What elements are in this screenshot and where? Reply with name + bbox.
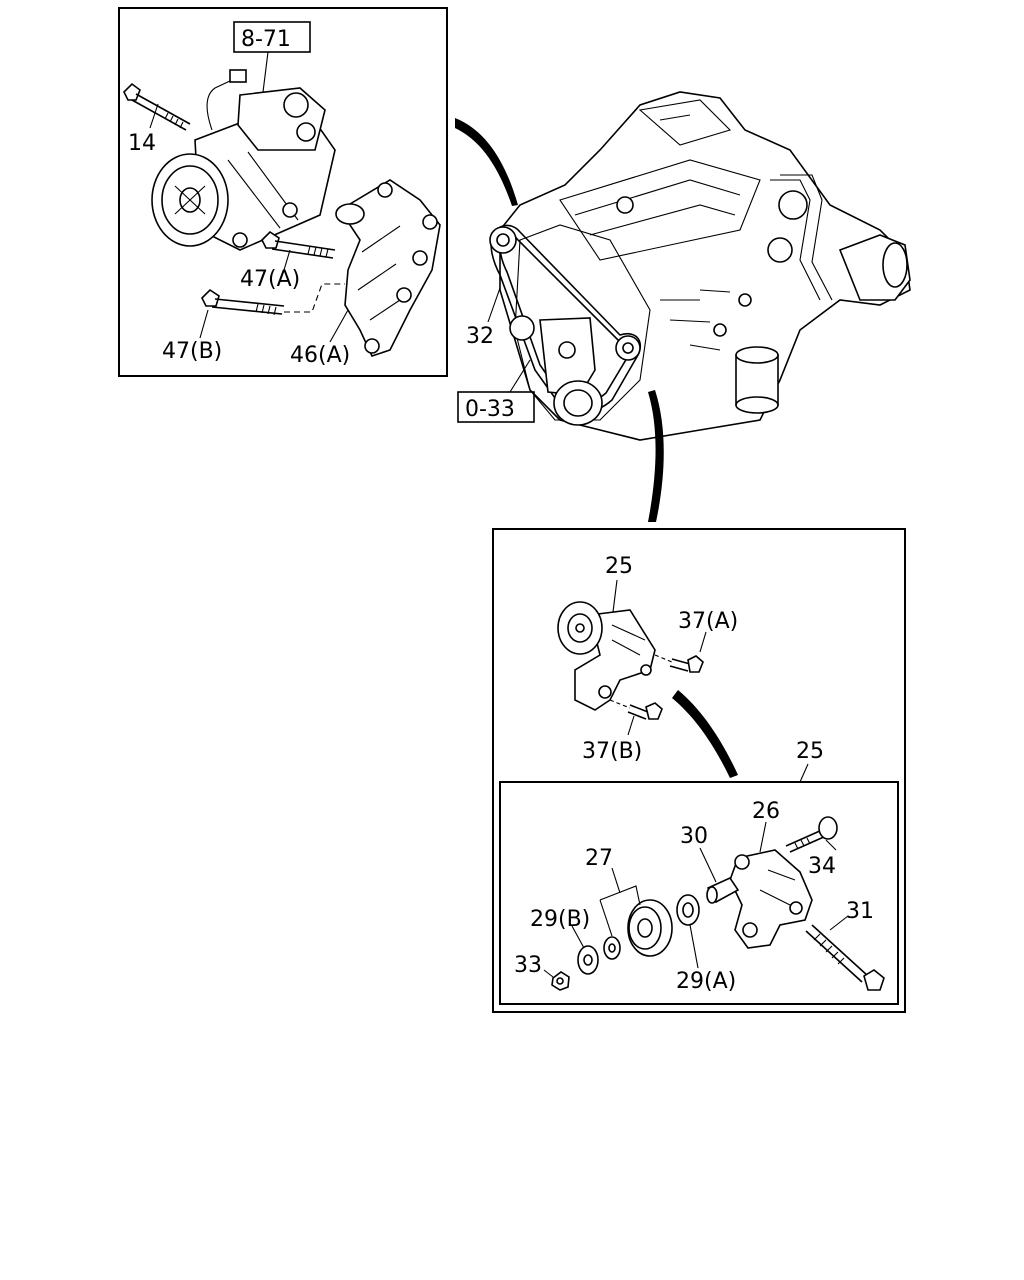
compressor-ref-label: 8-71 bbox=[241, 27, 291, 52]
callout-46a: 46(A) bbox=[290, 343, 350, 368]
tensioner-panel-frame bbox=[492, 528, 906, 1013]
bolt-47b bbox=[201, 288, 285, 316]
engine-ref-label: 0-33 bbox=[465, 397, 515, 422]
callout-37a: 37(A) bbox=[678, 609, 738, 634]
engine-ref-box bbox=[457, 391, 535, 423]
ac-compressor bbox=[151, 69, 336, 251]
nut-33 bbox=[551, 971, 570, 991]
callout-27: 27 bbox=[585, 846, 613, 871]
tensioner-pulley bbox=[509, 315, 535, 341]
tensioner-assembly-25 bbox=[557, 601, 656, 711]
callout-25-top: 25 bbox=[605, 554, 633, 579]
compressor-panel: 8-71 14 bbox=[118, 7, 448, 377]
callout-29a: 29(A) bbox=[676, 969, 736, 994]
engine-assembly bbox=[489, 91, 911, 441]
compressor-panel-frame bbox=[118, 7, 448, 377]
arrow-compressor-to-engine bbox=[455, 118, 518, 206]
tensioner-arm-26 bbox=[729, 849, 813, 949]
washer-29b bbox=[577, 945, 599, 975]
callout-33: 33 bbox=[514, 953, 542, 978]
callout-47b: 47(B) bbox=[162, 339, 222, 364]
callout-34: 34 bbox=[808, 854, 836, 879]
compressor-ref-box bbox=[233, 21, 311, 53]
callout-29b: 29(B) bbox=[530, 907, 590, 932]
tensioner-detail-frame bbox=[499, 781, 899, 1005]
bolt-34 bbox=[785, 816, 838, 853]
pulley-27 bbox=[603, 899, 673, 960]
bearing-29a bbox=[676, 894, 700, 926]
callout-14: 14 bbox=[128, 131, 156, 156]
callout-31: 31 bbox=[846, 899, 874, 924]
callout-37b: 37(B) bbox=[582, 739, 642, 764]
arrow-engine-to-tensioner bbox=[648, 390, 664, 522]
bolt-31 bbox=[805, 924, 885, 991]
tensioner-panel: 25 37(A) 37(B) bbox=[492, 528, 906, 1013]
bolt-47a bbox=[261, 230, 336, 259]
oil-filter bbox=[735, 346, 779, 414]
callout-26: 26 bbox=[752, 799, 780, 824]
callout-25-detail: 25 bbox=[796, 739, 824, 764]
arrow-to-tensioner-detail bbox=[672, 690, 738, 778]
callout-32: 32 bbox=[466, 324, 494, 349]
bolt-37b bbox=[609, 699, 663, 720]
callout-47a: 47(A) bbox=[240, 267, 300, 292]
bolt-14 bbox=[123, 82, 191, 131]
shaft-30 bbox=[706, 876, 740, 904]
bracket-46a bbox=[335, 179, 441, 357]
callout-30: 30 bbox=[680, 824, 708, 849]
bolt-37a bbox=[654, 654, 704, 673]
